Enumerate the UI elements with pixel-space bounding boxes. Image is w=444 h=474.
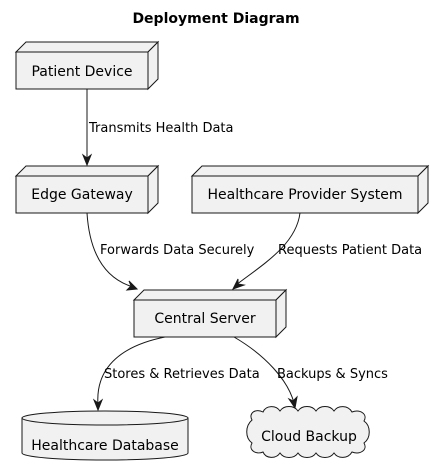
arrowhead-icon: [81, 153, 93, 167]
edge-label: Stores & Retrieves Data: [104, 367, 260, 382]
edge-line: [233, 336, 295, 404]
node-label: Healthcare Database: [31, 438, 179, 454]
arrowhead-icon: [231, 278, 246, 290]
node-healthcare-provider-system[interactable]: Healthcare Provider System: [190, 164, 430, 215]
diagram-title: Deployment Diagram: [132, 11, 299, 27]
edge-label: Transmits Health Data: [88, 121, 234, 136]
edge-transmits-health-data: Transmits Health Data: [81, 89, 234, 167]
arrowhead-icon: [287, 395, 298, 410]
node-edge-gateway[interactable]: Edge Gateway: [14, 164, 160, 215]
arrowhead-icon: [92, 398, 104, 412]
edge-requests-patient-data: Requests Patient Data: [231, 212, 422, 290]
edge-line: [235, 212, 301, 286]
edge-line: [86, 212, 134, 288]
edge-label: Forwards Data Securely: [100, 243, 255, 258]
edge-label: Backups & Syncs: [277, 367, 388, 382]
arrowhead-icon: [125, 280, 139, 291]
node-cloud-backup[interactable]: Cloud Backup: [246, 406, 370, 458]
node-label: Cloud Backup: [261, 429, 357, 445]
node-label: Central Server: [154, 311, 256, 327]
edge-forwards-data-securely: Forwards Data Securely: [86, 212, 255, 291]
edge-label: Requests Patient Data: [278, 243, 422, 258]
node-label: Healthcare Provider System: [207, 187, 402, 203]
edge-backups-syncs: Backups & Syncs: [233, 336, 388, 410]
edge-stores-retrieves-data: Stores & Retrieves Data: [92, 336, 260, 412]
node-healthcare-database[interactable]: Healthcare Database: [21, 410, 189, 461]
node-label: Edge Gateway: [31, 187, 133, 203]
node-patient-device[interactable]: Patient Device: [14, 40, 160, 91]
edge-line: [97, 336, 166, 406]
node-central-server[interactable]: Central Server: [132, 288, 288, 339]
node-label: Patient Device: [31, 64, 132, 80]
